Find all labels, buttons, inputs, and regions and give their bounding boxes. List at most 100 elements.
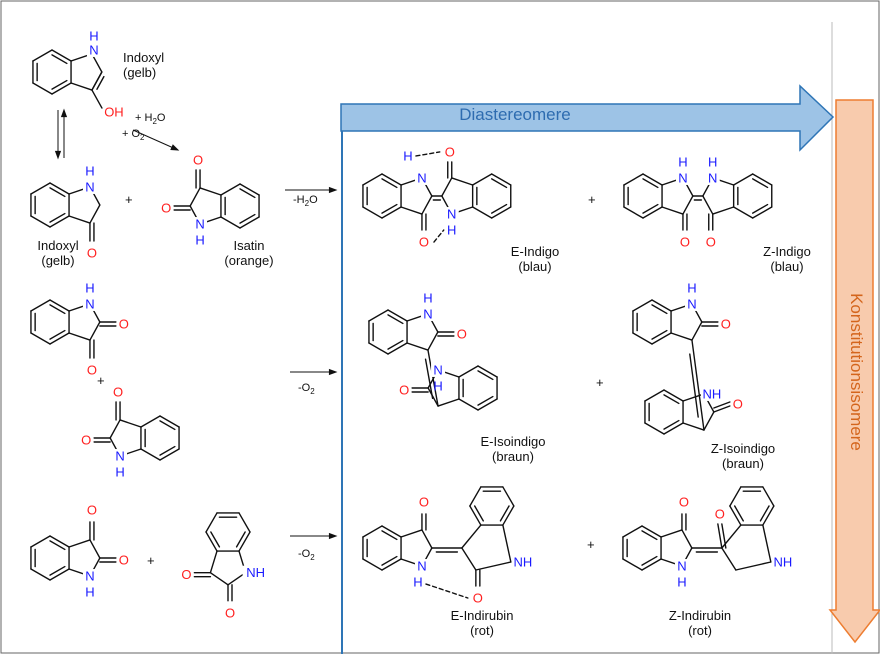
bond-line — [387, 314, 404, 325]
bond-line — [362, 525, 383, 538]
bond-line — [651, 304, 668, 315]
bond-line — [471, 173, 493, 186]
bond-line — [642, 203, 659, 214]
oxygen-atom: O — [181, 567, 191, 582]
oxygen-atom: O — [419, 494, 429, 509]
oxygen-atom: O — [715, 507, 725, 522]
bond-line — [30, 182, 51, 195]
bond-line — [381, 203, 398, 214]
nitrogen-atom: N — [708, 170, 717, 185]
bond-line — [205, 531, 218, 552]
bond-line — [49, 535, 70, 548]
bond-line — [437, 398, 460, 407]
diastereomere-arrow — [340, 84, 835, 152]
atom-mask — [82, 179, 97, 194]
bond-line — [209, 572, 229, 586]
oxygen-atom: O — [87, 246, 97, 261]
bond-line — [220, 183, 241, 196]
plus-sign-row2-right: + — [596, 375, 604, 390]
indoxyl-enol-name: Indoxyl — [123, 50, 165, 65]
bond-line — [477, 370, 494, 381]
bond-line — [689, 353, 699, 418]
hydrogen-atom: H — [678, 154, 687, 169]
bond-line — [632, 299, 653, 312]
bond-line — [663, 389, 684, 402]
bond-line — [119, 419, 142, 428]
bond-line — [220, 216, 241, 229]
bond-line — [159, 445, 176, 456]
atom-mask — [82, 296, 97, 311]
bond-line — [651, 332, 672, 345]
bond-line — [759, 505, 770, 522]
bond-line — [641, 530, 658, 541]
hydrogen-atom: H — [687, 280, 696, 295]
hydrogen-atom: H — [85, 585, 94, 600]
nitrogen-atom: N — [677, 559, 686, 574]
bond-line — [210, 531, 221, 548]
bond-line — [682, 422, 705, 431]
atom-mask — [86, 42, 101, 57]
nitrogen-atom: N — [417, 559, 426, 574]
bond-line — [239, 213, 256, 224]
indoxyl-keto-label: Indoxyl (gelb) — [28, 238, 88, 268]
nh-group: NH — [703, 386, 722, 401]
bond-line — [91, 71, 103, 91]
hydrogen-atom: H — [195, 233, 204, 248]
z-isoindigo-color: (braun) — [722, 456, 764, 471]
hydrogen-bond — [433, 229, 445, 243]
konstitutionsisomere-arrow — [828, 99, 880, 644]
bond-line — [477, 365, 498, 378]
nitrogen-atom: N — [433, 362, 442, 377]
bond-line — [712, 206, 735, 215]
plus-sign-row1-right: + — [588, 192, 596, 207]
bond-line — [732, 206, 754, 219]
bond-line — [30, 299, 51, 312]
bond-line — [239, 216, 260, 229]
e-indirubin-color: (rot) — [470, 623, 494, 638]
bond-line — [735, 561, 772, 571]
nitrogen-atom: N — [195, 217, 204, 232]
bond-line — [458, 365, 479, 378]
bond-line — [623, 173, 644, 186]
bond-line — [622, 525, 643, 538]
bond-line — [381, 555, 398, 566]
bond-line — [32, 49, 53, 62]
e-indigo-color: (blau) — [518, 259, 552, 274]
bond-line — [762, 524, 772, 563]
reaction-arrow — [132, 129, 179, 151]
oxygen-atom: O — [87, 502, 97, 517]
bond-line — [49, 299, 70, 312]
bond-line — [400, 529, 423, 538]
hydrogen-bond — [425, 583, 469, 599]
oxygen-atom: O — [81, 433, 91, 448]
bond-line — [51, 54, 68, 65]
plus-sign-row1-left: + — [125, 192, 133, 207]
z-isoindigo-label: Z-Isoindigo (braun) — [688, 441, 798, 471]
bond-line — [641, 558, 662, 571]
bond-line — [89, 204, 101, 224]
bond-line — [732, 173, 754, 186]
bond-line — [663, 422, 684, 435]
nitrogen-atom: N — [115, 449, 124, 464]
bond-line — [209, 550, 218, 574]
bond-line — [96, 75, 105, 90]
bond-line — [721, 547, 737, 571]
hydroxyl-group: OH — [104, 105, 124, 120]
bond-line — [461, 547, 477, 571]
bond-line — [477, 395, 494, 406]
atom-mask — [444, 207, 459, 222]
oxygen-atom: O — [457, 327, 467, 342]
hydrogen-atom: H — [447, 223, 456, 238]
oxygen-atom: O — [399, 383, 409, 398]
bond-line — [681, 529, 693, 549]
condition-row3: -O2 — [298, 548, 315, 563]
bond-line — [762, 505, 775, 526]
bond-line — [30, 215, 51, 228]
bond-line — [682, 393, 705, 402]
arrow-head — [170, 144, 180, 151]
bond-line — [663, 419, 680, 430]
bond-line — [642, 206, 663, 219]
bond-line — [387, 342, 408, 355]
atom-mask — [113, 449, 128, 464]
bond-line — [471, 206, 493, 219]
